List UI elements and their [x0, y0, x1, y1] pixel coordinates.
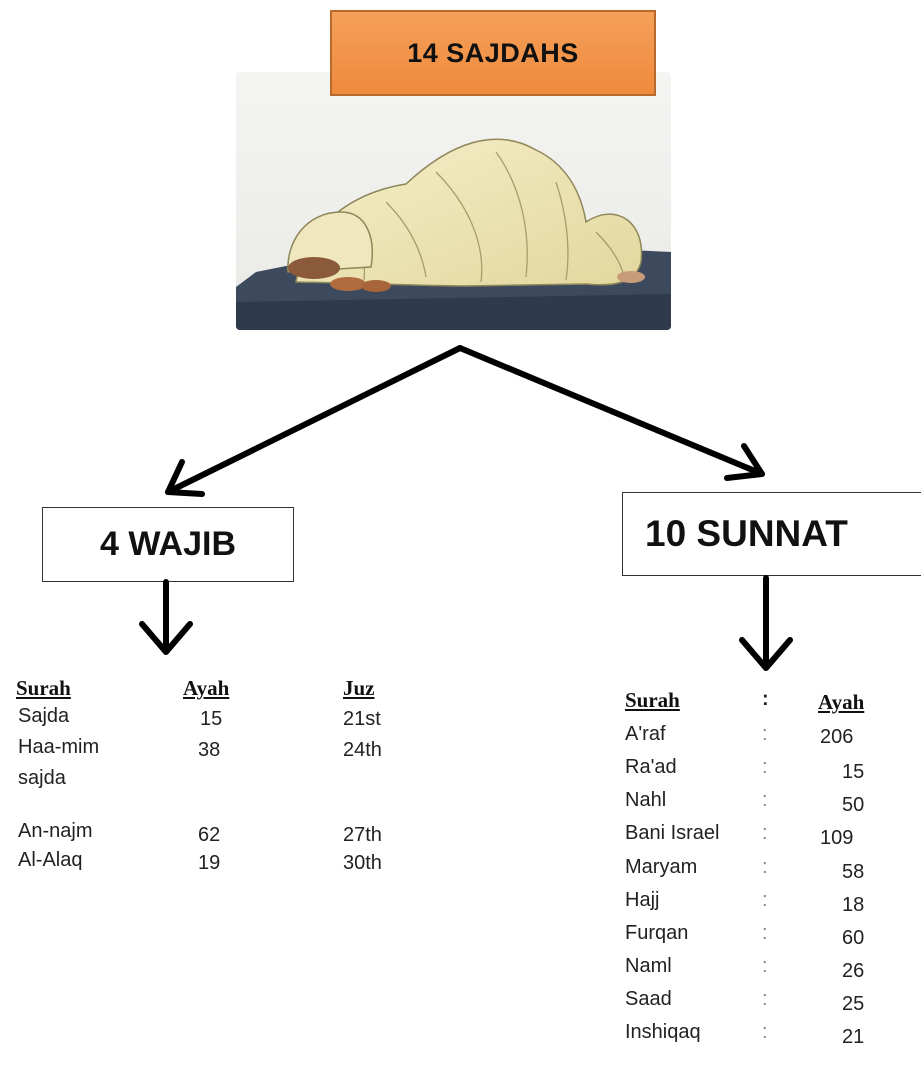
arrow-to-sunnat: [460, 348, 762, 474]
title-box: 14 SAJDAHS: [330, 10, 656, 96]
arrow-to-wajib: [168, 348, 460, 492]
prostration-illustration: [236, 72, 671, 330]
